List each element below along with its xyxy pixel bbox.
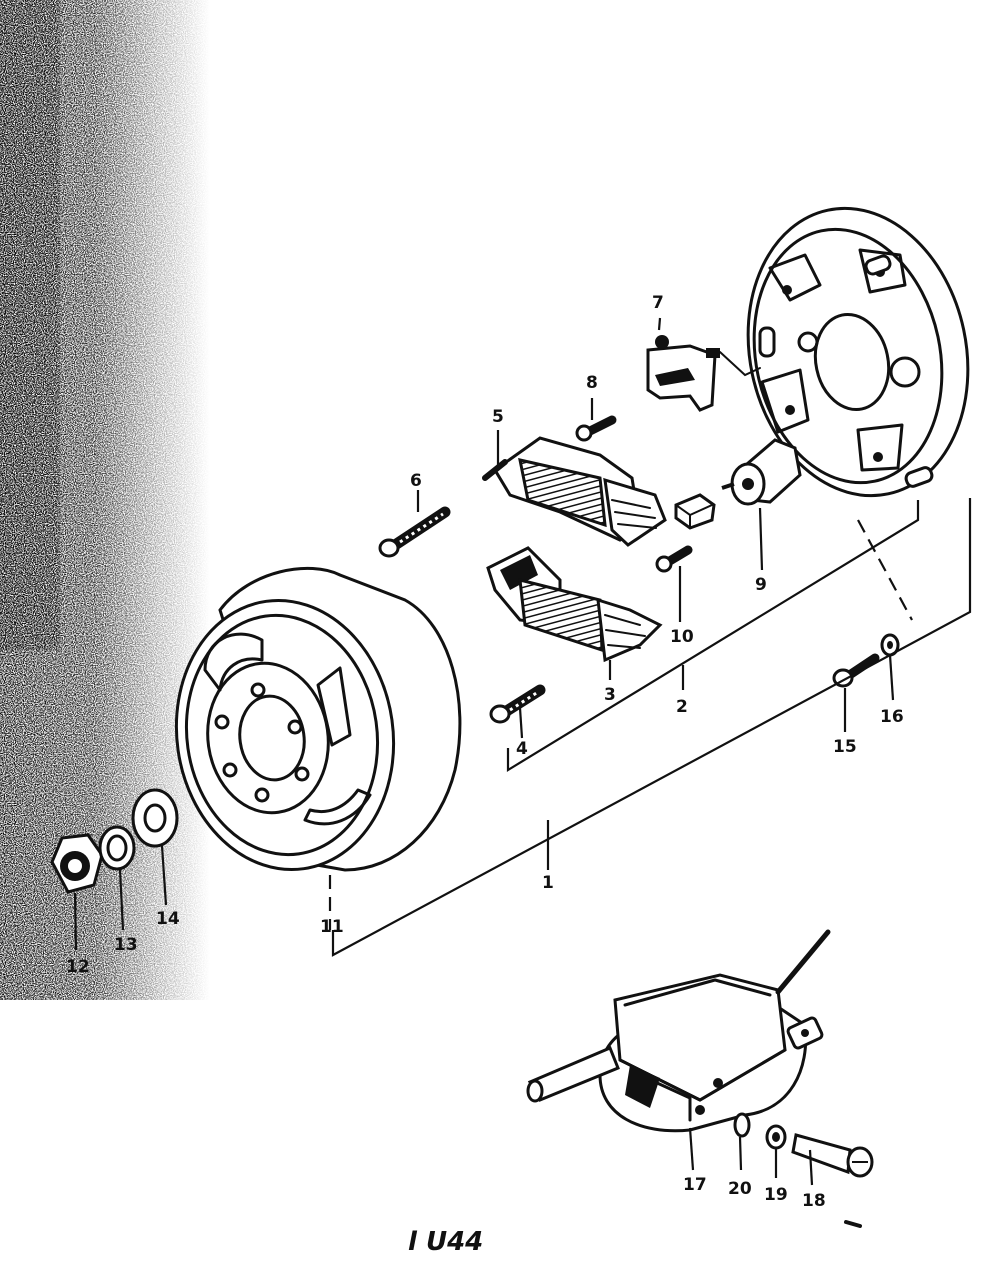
lighting-coil-5 [482,436,667,547]
callout-18: 18 [802,1191,826,1211]
callout-12: 12 [66,957,90,977]
screw-10 [655,545,693,573]
callout-6: 6 [410,471,422,491]
flywheel-nut-12 [50,833,104,894]
callout-17: 17 [683,1175,707,1195]
screw-8 [575,415,617,442]
washer-20 [733,1112,751,1138]
callout-11: 11 [320,917,344,937]
callout-5: 5 [492,407,504,427]
callout-10: 10 [670,627,694,647]
callout-13: 13 [114,935,138,955]
ignition-coil-17 [526,929,831,1133]
callout-15: 15 [833,737,857,757]
screw-6 [378,506,451,558]
leader-lines [73,317,972,1186]
callout-14: 14 [156,909,180,929]
condenser-9 [721,438,802,506]
contact-breaker-point [646,335,761,412]
callout-2: 2 [676,697,688,717]
callout-20: 20 [728,1179,752,1199]
callout-9: 9 [755,575,767,595]
drawing-code: l U44 [408,1227,483,1257]
washer-16 [880,633,900,657]
callout-3: 3 [604,685,616,705]
lubricating-felt [674,493,716,530]
flywheel-magneto-rotor [174,566,462,872]
callout-19: 19 [764,1185,788,1205]
callout-7: 7 [652,293,664,313]
lock-washer-13 [98,825,136,871]
stator-base-plate [746,206,970,498]
screw-4 [489,684,546,724]
plain-washer-14 [131,788,179,848]
callout-16: 16 [880,707,904,727]
callout-4: 4 [516,739,528,759]
screw-15 [832,653,880,688]
bolt-18 [791,1133,874,1178]
lock-washer-19 [765,1124,787,1150]
ignition-coil-3 [486,546,663,663]
callout-labels: 7 8 5 6 9 10 3 2 4 15 16 1 11 12 13 14 1… [66,293,904,1211]
callout-1: 1 [542,873,554,893]
callout-8: 8 [586,373,598,393]
